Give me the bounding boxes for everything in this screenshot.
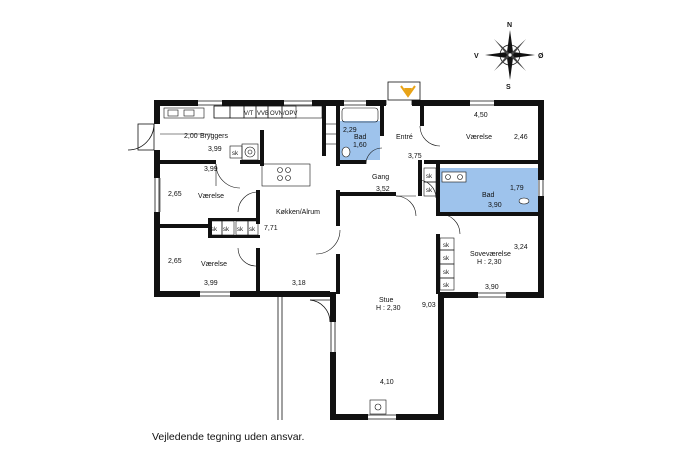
appliance-boxes: [213, 105, 297, 119]
appliance-ovn-label: OVN/OPV: [270, 111, 297, 117]
bryggers-sink-icon: [163, 107, 205, 119]
compass-rose-icon: [485, 30, 535, 80]
room-vaerelse-2: Værelse: [201, 261, 227, 268]
closet-label: sk: [223, 227, 230, 233]
entrance-arrow-icon: [404, 88, 412, 96]
dim-sove-depth: 3,24: [514, 244, 528, 251]
dim-vaerelse1-top: 3,99: [204, 166, 218, 173]
room-kokken-alrum: Køkken/Alrum: [276, 209, 320, 216]
closet-label: sk: [443, 243, 450, 249]
dim-kokken-depth: 7,71: [264, 225, 278, 232]
closet-label: sk: [237, 227, 244, 233]
room-stue: Stue: [379, 297, 394, 304]
bryggers-step: [127, 123, 155, 151]
dim-bad2-depth: 1,79: [510, 185, 524, 192]
closet-boxes: [209, 145, 455, 291]
closet-label: sk: [232, 151, 239, 157]
dim-bryggers-depth: 3,99: [208, 146, 222, 153]
dim-bryggers-width: 2,00: [184, 133, 198, 140]
closet-label: sk: [443, 270, 450, 276]
dim-bad1-b: 1,60: [353, 142, 367, 149]
dim-vaerelse1-height: 2,65: [168, 191, 182, 198]
outer-walls: [154, 100, 544, 420]
room-stue-height: H : 2,30: [376, 305, 401, 312]
appliance-vt-label: V/T: [244, 111, 254, 117]
dim-vaerelse-ne-width: 4,50: [474, 112, 488, 119]
toilet-icon: [341, 146, 530, 205]
dim-vaerelse2-height: 2,65: [168, 258, 182, 265]
closet-label: sk: [443, 283, 450, 289]
windows: [154, 100, 544, 420]
closet-label: sk: [249, 227, 256, 233]
bathroom-sink-icon: [441, 171, 467, 183]
closet-label: sk: [426, 188, 433, 194]
compass-s-label: S: [506, 84, 511, 91]
closet-label: sk: [443, 256, 450, 262]
compass-o-label: Ø: [538, 53, 544, 60]
room-sovevaerelse: Soveværelse: [470, 251, 511, 258]
washing-machine-icon: [241, 143, 259, 161]
dim-entre-depth: 3,75: [408, 153, 422, 160]
closet-label: sk: [426, 174, 433, 180]
fireplace-icon: [369, 399, 387, 415]
compass-v-label: V: [474, 53, 479, 60]
dim-vaerelse2-width: 3,99: [204, 280, 218, 287]
room-gang: Gang: [372, 174, 389, 181]
dim-gang-width: 3,52: [376, 186, 390, 193]
dim-bad1-a: 2,29: [343, 127, 357, 134]
room-vaerelse-ne: Værelse: [466, 134, 492, 141]
compass-n-label: N: [507, 22, 512, 29]
closet-label: sk: [211, 227, 218, 233]
doors: [159, 125, 461, 267]
appliance-vvb-label: VVB: [257, 111, 269, 117]
entrance-arrow-wings: [400, 85, 416, 98]
entrance-canopy: [385, 81, 421, 105]
bathtub-icon: [341, 107, 379, 123]
room-bryggers: Bryggers: [200, 133, 229, 140]
terrace-outline: [277, 297, 331, 420]
dim-stue-depth: 9,03: [422, 302, 436, 309]
room-sovevaerelse-height: H : 2,30: [477, 259, 502, 266]
room-bad-1: Bad: [354, 134, 367, 141]
dim-bad2-width: 3,90: [488, 202, 502, 209]
dim-vaerelse-ne-depth: 2,46: [514, 134, 528, 141]
room-vaerelse-1: Værelse: [198, 193, 224, 200]
dim-stue-width: 4,10: [380, 379, 394, 386]
stove-icon: [277, 167, 291, 181]
disclaimer-text: Vejledende tegning uden ansvar.: [152, 431, 305, 443]
dim-kokken-width: 3,18: [292, 280, 306, 287]
room-bad-2: Bad: [482, 192, 495, 199]
interior-walls: [160, 106, 538, 296]
room-entre: Entré: [396, 134, 413, 141]
dim-sove-width: 3,90: [485, 284, 499, 291]
